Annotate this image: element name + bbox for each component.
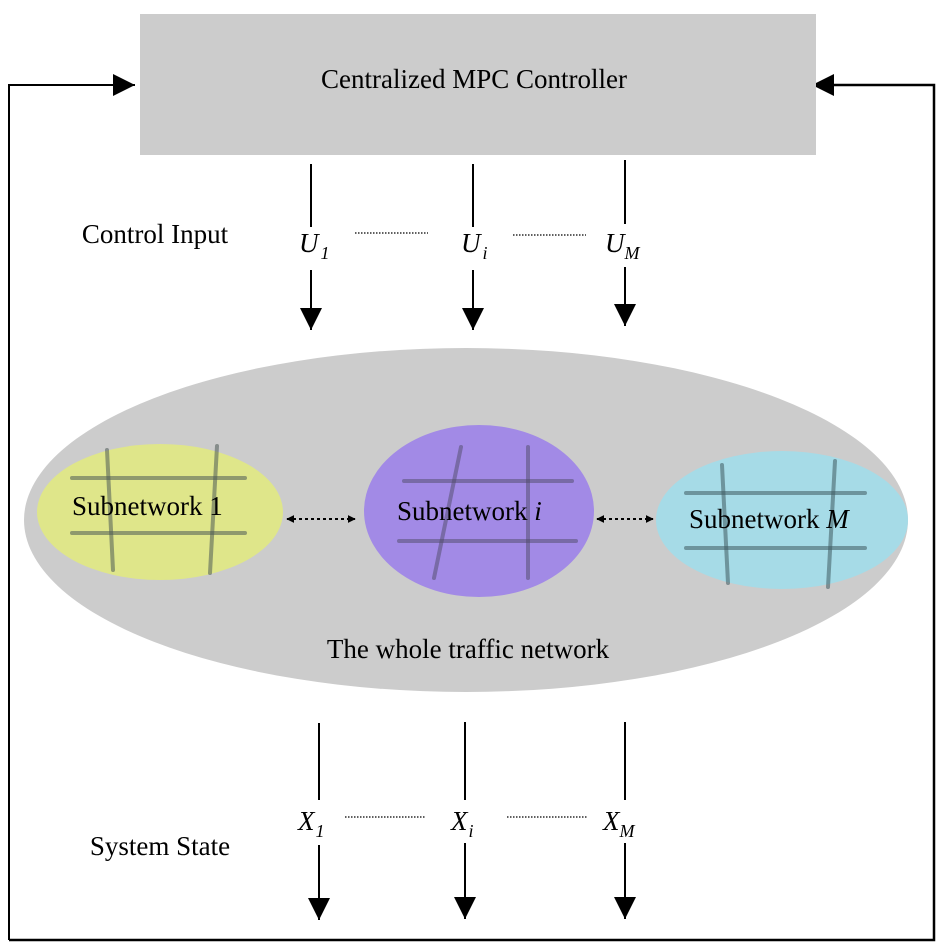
um-label: UM [605,228,641,263]
traffic-network-label: The whole traffic network [327,634,610,664]
subnetwork-i[interactable]: Subnetwork i [364,425,594,597]
feedback-line-right [9,74,936,942]
control-input-arrows [300,160,636,330]
feedback-line-left [8,74,135,940]
subnetwork-1-label: Subnetwork 1 [72,491,223,521]
controller-box: Centralized MPC Controller [140,14,816,155]
subnetwork-m-label: Subnetwork M [689,504,850,534]
subnetwork-i-label: Subnetwork i [397,496,542,526]
xi-label: Xi [450,806,474,841]
subnetwork-1-roads [70,444,247,575]
subnetwork-i-roads [397,445,578,580]
subnetwork-m-roads [684,459,867,589]
system-state-label: System State [90,831,230,861]
subnetwork-1[interactable]: Subnetwork 1 [37,444,283,580]
subnetwork-m-ellipse [656,451,908,589]
xm-label: XM [602,806,636,841]
system-state-arrows [308,722,636,920]
control-input-label: Control Input [82,219,229,249]
subnetwork-m[interactable]: Subnetwork M [656,451,908,589]
subnetwork-i-ellipse [364,425,594,597]
feedback-loop [8,74,936,942]
x1-label: X1 [297,806,325,841]
controller-label: Centralized MPC Controller [321,64,627,94]
